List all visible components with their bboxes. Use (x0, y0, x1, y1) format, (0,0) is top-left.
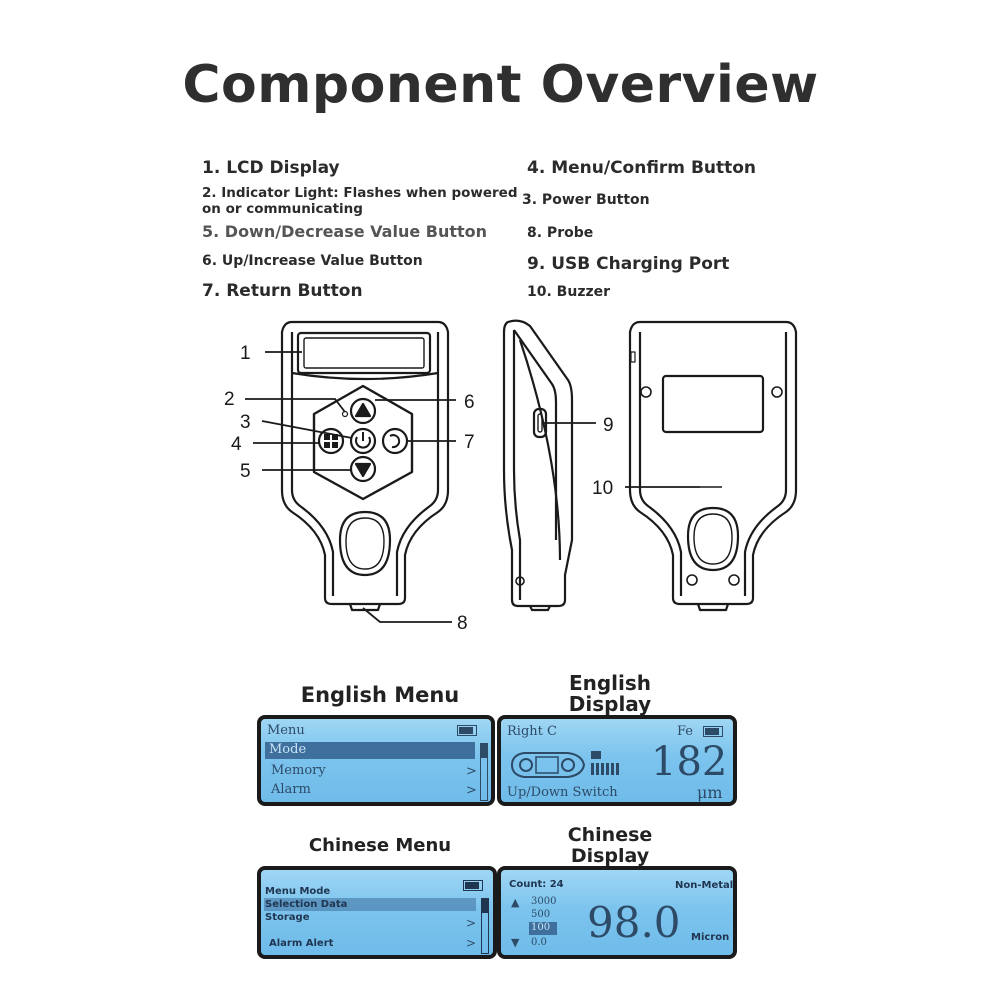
legend-item-up-button: 6. Up/Increase Value Button (202, 253, 423, 269)
english-display-label-line1: English (568, 671, 652, 695)
chinese-display-label-line2: Display (570, 845, 650, 867)
english-menu-screen: Menu Mode Memory Alarm > > (257, 715, 495, 806)
back-body-outline (628, 320, 798, 606)
cn-display-unit: Micron (691, 932, 730, 943)
en-menu-title: Menu (267, 723, 305, 738)
side-body-outline (502, 319, 574, 608)
cn-menu-item-selection-data[interactable]: Selection Data (265, 899, 348, 910)
chevron-right-icon: > (466, 936, 477, 950)
chevron-right-icon: > (466, 916, 477, 930)
cn-menu-highlight-bar (264, 898, 476, 911)
down-arrow-icon (354, 462, 372, 478)
cn-display-scale-highlight (529, 922, 557, 935)
chinese-display-label-line1: Chinese (567, 824, 653, 846)
back-probe-recess (686, 506, 740, 572)
callout-2: 2 (224, 389, 235, 410)
indicator-light (341, 410, 349, 418)
front-probe-recess (338, 510, 392, 577)
callout-8: 8 (457, 613, 468, 634)
cn-menu-title: Menu Mode (265, 886, 331, 897)
legend-item-usb-port: 9. USB Charging Port (527, 254, 730, 274)
chinese-menu-label: Chinese Menu (308, 835, 452, 856)
english-display-label-line2: Display (568, 692, 652, 716)
cn-display-scale-high: 500 (531, 909, 551, 920)
up-arrow-icon (354, 402, 372, 418)
callout-6: 6 (464, 392, 475, 413)
return-icon (389, 434, 401, 449)
battery-icon (463, 880, 483, 891)
en-menu-scrollbar[interactable] (480, 743, 488, 801)
return-button-circle (381, 427, 409, 455)
scale-up-arrow-icon: ▲ (511, 896, 520, 909)
leader-line-2 (245, 398, 346, 413)
legend-item-probe: 8. Probe (527, 225, 594, 241)
en-display-hint: Up/Down Switch (507, 785, 618, 800)
en-menu-item-memory[interactable]: Memory (271, 763, 326, 778)
signal-bars-icon (591, 751, 619, 775)
callout-10: 10 (592, 478, 613, 499)
chevron-right-icon: > (466, 764, 477, 779)
leader-line-3 (261, 420, 353, 439)
callout-5: 5 (240, 461, 251, 482)
leader-line-8 (362, 607, 452, 623)
car-outline-icon (510, 752, 586, 778)
back-label-window (661, 374, 765, 434)
chinese-display-label: Chinese Display (540, 825, 680, 867)
en-display-thickness-value: 182 (651, 739, 728, 785)
legend-item-indicator-light-line2: on or communicating (202, 201, 363, 217)
callout-1: 1 (240, 343, 251, 364)
front-body-outline (280, 320, 450, 606)
en-display-substrate: Fe (677, 724, 694, 739)
en-display-unit: μm (697, 783, 723, 802)
callout-4: 4 (231, 434, 242, 455)
page-title: Component Overview (182, 55, 819, 115)
legend-item-return-button: 7. Return Button (202, 281, 363, 301)
en-display-probe-position: Right C (507, 724, 557, 739)
scale-down-arrow-icon: ▼ (511, 936, 520, 949)
english-menu-label: English Menu (300, 683, 460, 707)
power-icon (355, 436, 371, 449)
english-display-label: English Display (540, 673, 680, 715)
legend-item-indicator-light-line1: 2. Indicator Light: Flashes when powered (202, 185, 518, 201)
english-display-screen: Right C Fe 182 μm Up/Down Switch (497, 715, 737, 806)
legend-item-buzzer: 10. Buzzer (527, 284, 611, 300)
chinese-display-screen: Count: 24 Non-Metal ▲ ▼ 3000 500 100 0.0… (497, 866, 737, 959)
callout-9: 9 (603, 415, 614, 436)
cn-display-thickness-value: 98.0 (587, 898, 681, 947)
front-lcd-window (296, 331, 432, 375)
cn-menu-item-alarm-alert[interactable]: Alarm Alert (269, 938, 334, 949)
cn-display-mode: Non-Metal (675, 880, 734, 891)
battery-icon (457, 725, 477, 736)
cn-menu-item-storage[interactable]: Storage (265, 912, 310, 923)
cn-menu-scrollbar[interactable] (481, 898, 489, 954)
callout-3: 3 (240, 412, 251, 433)
legend-item-down-button: 5. Down/Decrease Value Button (202, 222, 488, 241)
keypad-hexagon (312, 384, 414, 501)
callout-7: 7 (464, 432, 475, 453)
legend-item-menu-button: 4. Menu/Confirm Button (527, 158, 757, 178)
en-menu-item-mode[interactable]: Mode (269, 742, 307, 757)
cn-display-scale-min: 0.0 (531, 937, 547, 948)
cn-display-scale-max: 3000 (531, 896, 557, 907)
cn-display-count: Count: 24 (509, 879, 564, 890)
en-menu-item-alarm[interactable]: Alarm (271, 782, 311, 797)
chevron-right-icon: > (466, 783, 477, 798)
battery-icon (703, 726, 723, 737)
legend-item-power-button: 3. Power Button (522, 192, 650, 208)
legend-item-lcd-display: 1. LCD Display (202, 158, 340, 178)
cn-display-scale-low: 100 (531, 922, 551, 933)
chinese-menu-screen: Menu Mode Selection Data Storage Alarm A… (257, 866, 497, 959)
en-menu-highlight-bar (265, 742, 475, 759)
